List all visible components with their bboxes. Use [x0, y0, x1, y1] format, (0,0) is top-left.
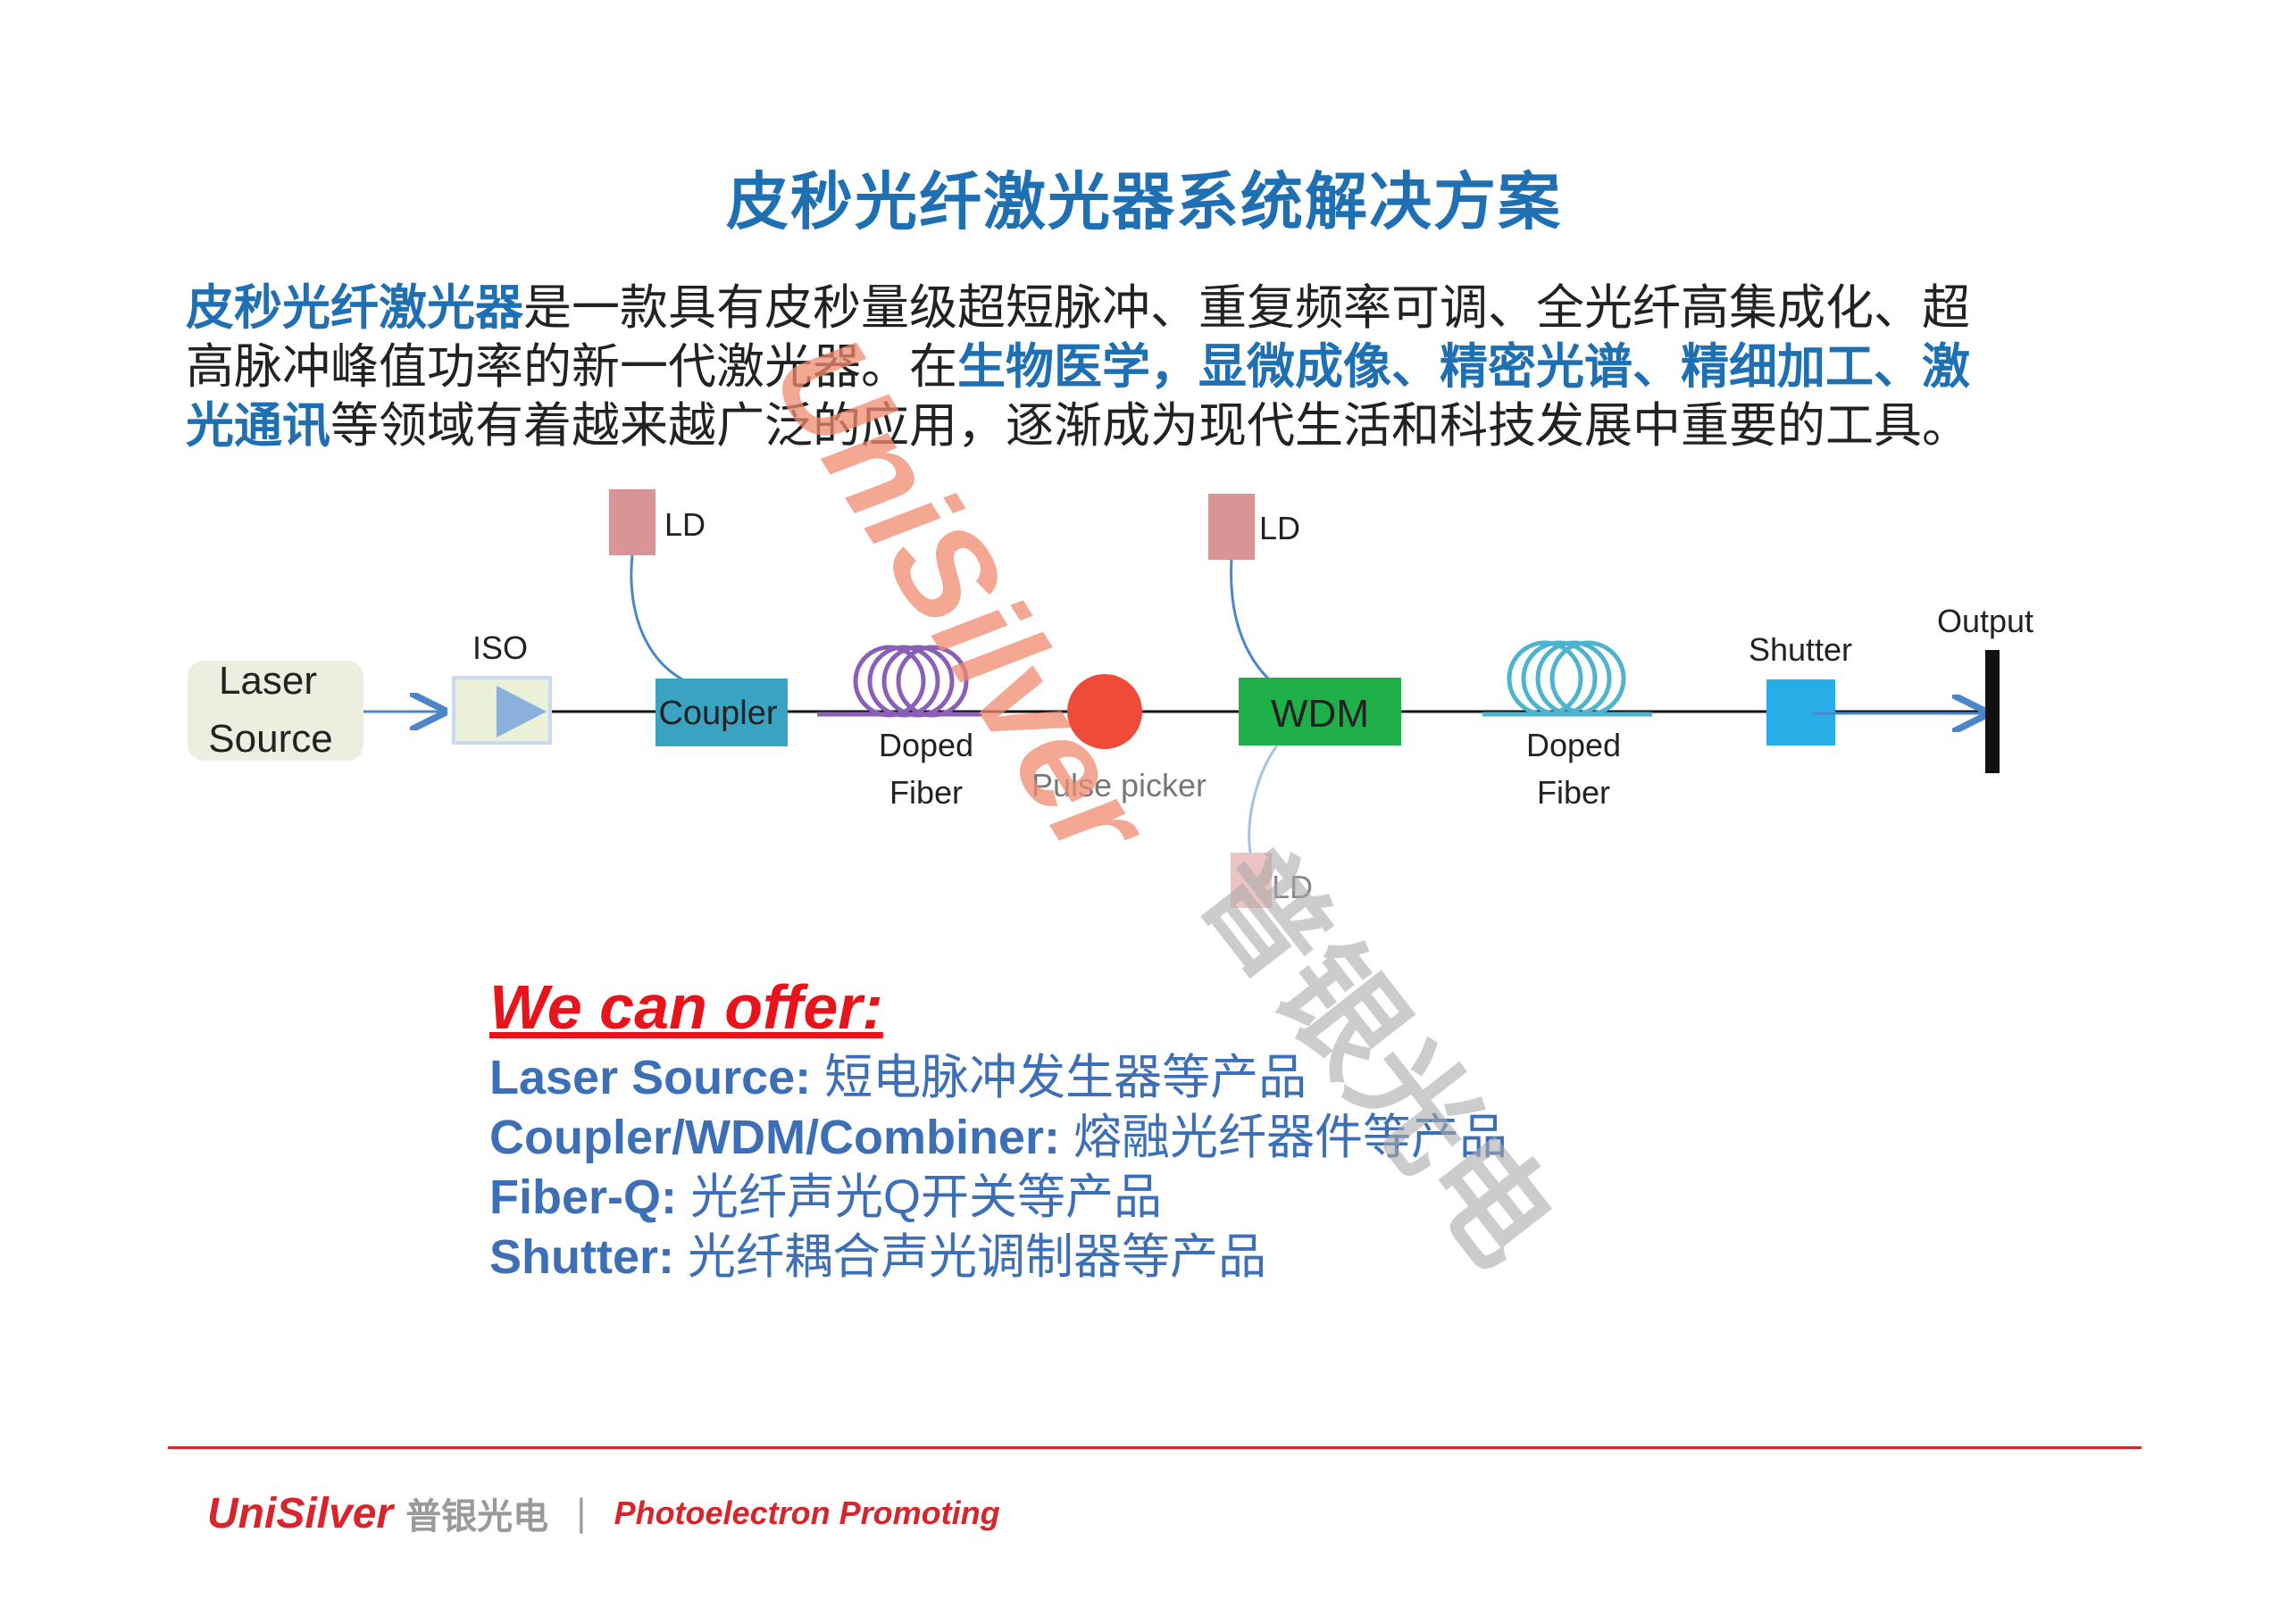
ld2-box [1208, 494, 1255, 560]
pulse-picker-circle [1067, 674, 1142, 749]
doped-fiber-2-label-2: Fiber [1537, 774, 1610, 811]
page-title: 皮秒光纤激光器系统解决方案 [726, 165, 1562, 238]
coupler-box [656, 679, 788, 746]
intro-highlight-comm: 光通讯 [186, 397, 330, 454]
ld3-box [1231, 853, 1272, 908]
offer-item: Fiber-Q: 光纤声光Q开关等产品 [489, 1170, 1163, 1224]
wdm-box [1239, 678, 1401, 745]
ld1-box [609, 489, 656, 555]
offer-section: We can offer: Laser Source: 短电脉冲发生器等产品 C… [489, 971, 1507, 1287]
ld3-fiber [1248, 745, 1279, 854]
ld3-label: LD [1272, 869, 1313, 905]
footer-divider [168, 1446, 2142, 1449]
intro-text-3: 等领域有着越来越广泛的应用，逐渐成为现代生活和科技发展中重要的工具。 [330, 397, 1970, 454]
doped-fiber-2-coil [1482, 640, 1652, 717]
offer-item: Shutter: 光纤耦合声光调制器等产品 [489, 1230, 1266, 1284]
doped-fiber-1-label-1: Doped [879, 727, 973, 763]
doped-fiber-2-label-1: Doped [1526, 727, 1621, 763]
iso-triangle-icon [497, 686, 547, 737]
intro-text-2: 高脉冲峰值功率的新一代激光器。在 [186, 338, 957, 395]
intro-highlight-product: 皮秒光纤激光器 [186, 279, 523, 336]
intro-paragraph: 皮秒光纤激光器是一款具有皮秒量级超短脉冲、重复频率可调、全光纤高集成化、超 高脉… [186, 279, 2133, 455]
doped-fiber-1-label-2: Fiber [889, 774, 963, 811]
wdm-label: WDM [1271, 692, 1369, 736]
coupler-label: Coupler [658, 695, 777, 732]
iso-label: ISO [472, 629, 528, 666]
footer-separator: | [575, 1493, 588, 1534]
footer: UniSilver 普银光电 | Photoelectron Promoting [207, 1482, 1000, 1545]
laser-source-label-2: Source [208, 717, 332, 761]
ld1-label: LD [664, 506, 706, 543]
ld2-fiber [1230, 559, 1270, 680]
laser-source-box [188, 661, 363, 761]
ld2-label: LD [1259, 510, 1300, 546]
offer-heading: We can offer: [489, 972, 883, 1042]
offer-item: Laser Source: 短电脉冲发生器等产品 [489, 1051, 1307, 1104]
laser-source-label-1: Laser [219, 659, 317, 703]
doped-fiber-1-coil [817, 645, 982, 718]
offer-item: Coupler/WDM/Combiner: 熔融光纤器件等产品 [489, 1111, 1507, 1164]
footer-brand-cn: 普银光电 [405, 1496, 549, 1537]
shutter-label: Shutter [1749, 631, 1852, 668]
pulse-picker-label: Pulse picker [1031, 767, 1207, 804]
footer-brand-logo: UniSilver [207, 1489, 394, 1537]
output-bar [1985, 650, 2000, 773]
output-label: Output [1937, 603, 2033, 639]
intro-text-1: 是一款具有皮秒量级超短脉冲、重复频率可调、全光纤高集成化、超 [523, 279, 1970, 336]
intro-highlight-fields: 生物医学，显微成像、精密光谱、精细加工、激 [957, 338, 1970, 395]
ld1-fiber [630, 554, 706, 689]
footer-slogan: Photoelectron Promoting [614, 1495, 1000, 1531]
